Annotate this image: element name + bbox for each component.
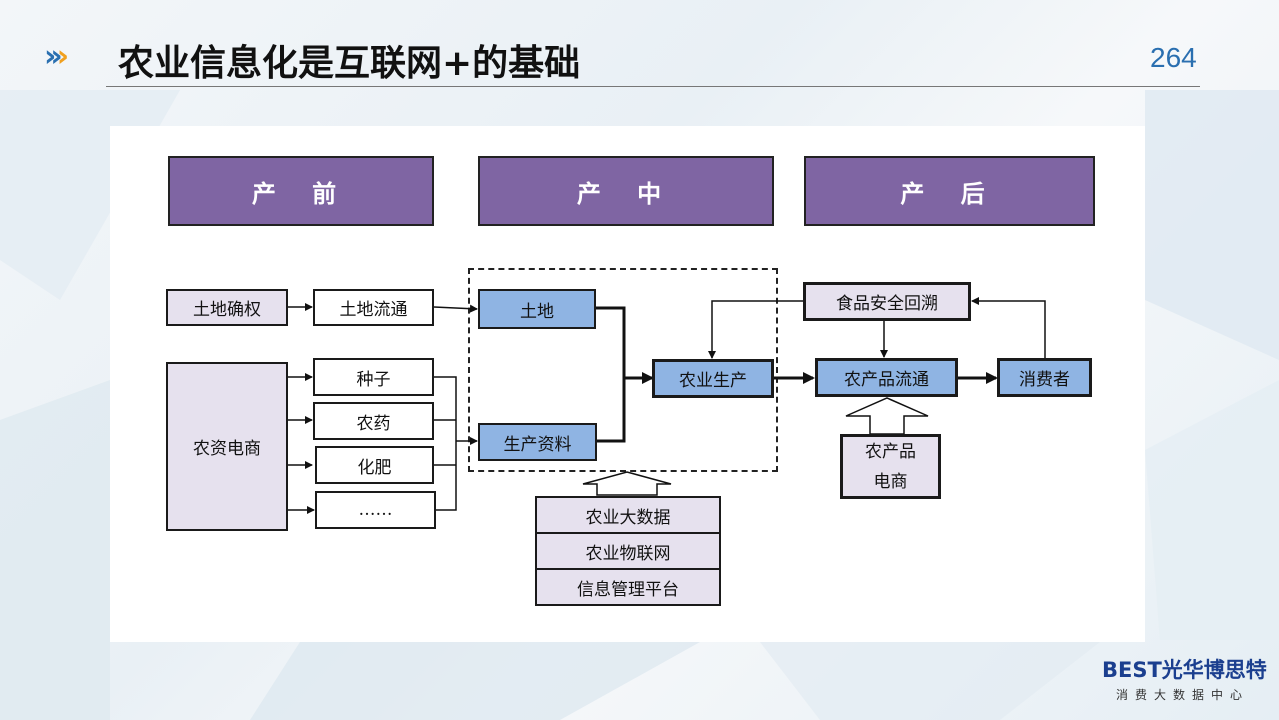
node-pesticide: 农药	[313, 402, 434, 440]
title-divider	[106, 86, 1200, 87]
brand-logo: BEST光华博思特 消费大数据中心	[1102, 654, 1267, 703]
node-food-traceability: 食品安全回溯	[803, 282, 971, 321]
node-iot: 农业物联网	[535, 532, 721, 570]
node-production-materials: 生产资料	[478, 423, 597, 461]
node-product-ecommerce-line1: 农产品	[865, 441, 916, 462]
node-land: 土地	[478, 289, 596, 329]
phase-production: 产 中	[478, 156, 774, 226]
node-land-transfer: 土地流通	[313, 289, 434, 326]
node-product-ecommerce-line2: 电商	[873, 471, 908, 492]
production-dashed-region	[468, 268, 778, 472]
node-fertilizer: 化肥	[315, 446, 434, 484]
phase-pre-production: 产 前	[168, 156, 434, 226]
title-bar: ››› 农业信息化是互联网+的基础 264	[0, 0, 1279, 90]
node-big-data: 农业大数据	[535, 496, 721, 534]
page-title: 农业信息化是互联网+的基础	[118, 43, 581, 84]
node-land-rights: 土地确权	[166, 289, 288, 326]
node-seeds: 种子	[313, 358, 434, 396]
node-info-platform: 信息管理平台	[535, 568, 721, 606]
chevrons-icon: ›››	[44, 39, 70, 74]
node-product-ecommerce: 农产品 电商	[840, 434, 941, 499]
brand-subtitle: 消费大数据中心	[1116, 688, 1250, 702]
brand-name: BEST光华博思特	[1102, 658, 1267, 682]
node-agri-production: 农业生产	[652, 359, 774, 398]
node-etc: ……	[315, 491, 436, 529]
phase-post-production: 产 后	[804, 156, 1095, 226]
node-consumer: 消费者	[997, 358, 1092, 397]
page-number: 264	[1150, 42, 1197, 73]
node-product-circulation: 农产品流通	[815, 358, 958, 397]
node-agri-ecommerce: 农资电商	[166, 362, 288, 531]
